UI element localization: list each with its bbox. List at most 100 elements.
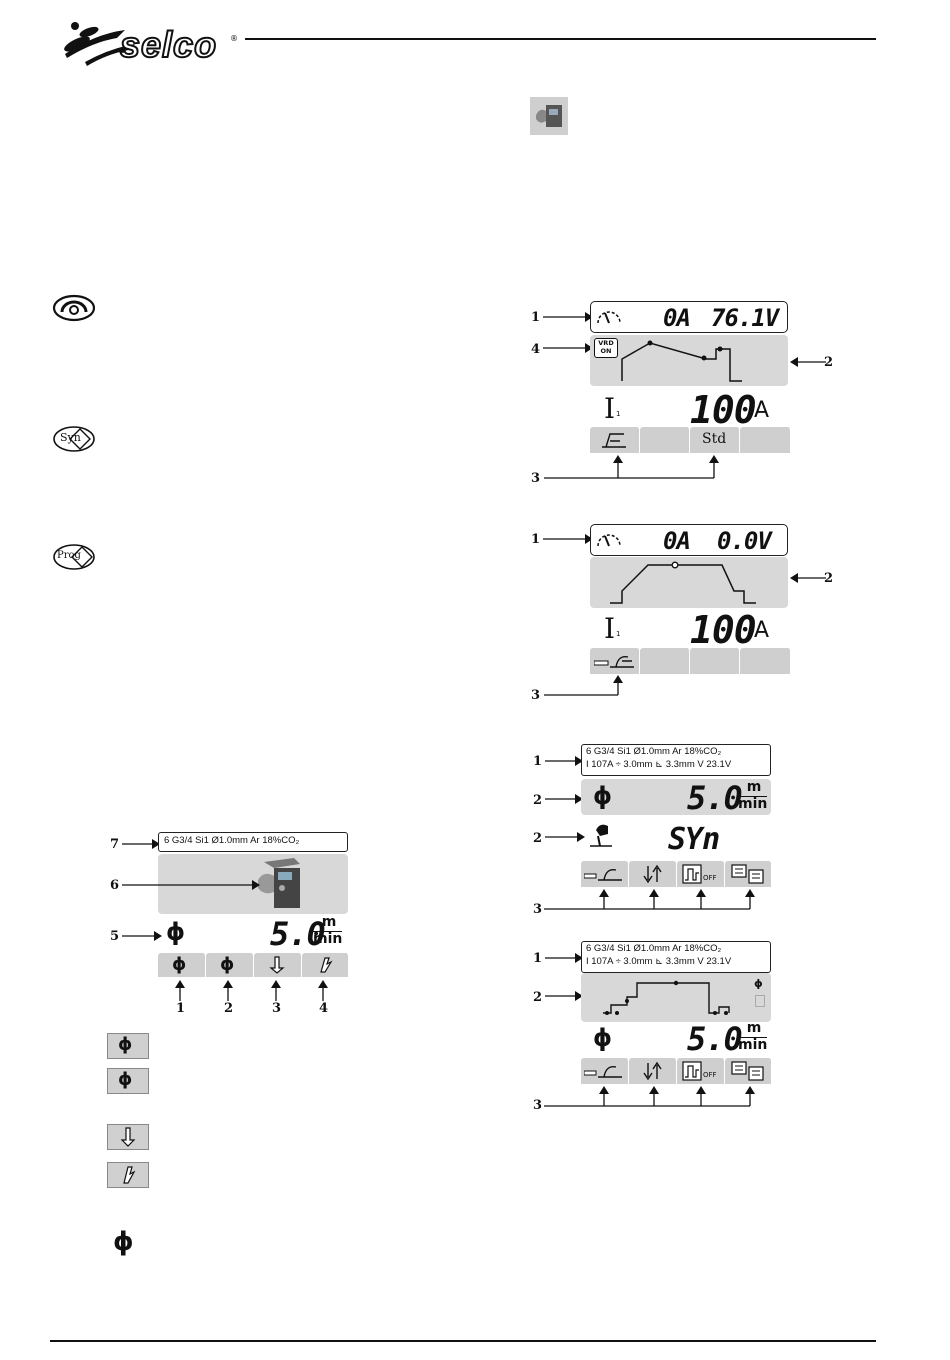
- tab-4[interactable]: [725, 1058, 772, 1084]
- speed-value: 5.0: [687, 779, 743, 817]
- callout-arrow: [545, 953, 583, 963]
- tab-4[interactable]: [725, 861, 772, 887]
- param-unit: A: [754, 398, 770, 423]
- tab-1[interactable]: [590, 648, 640, 674]
- meter-dial-icon: [52, 294, 96, 322]
- callout-arrow: [790, 573, 826, 583]
- callout-arrow: [122, 880, 260, 890]
- unit-divider: [737, 1037, 767, 1038]
- param-value: 100: [690, 388, 757, 432]
- tab-1[interactable]: ɸ: [158, 953, 206, 977]
- voltage-reading: 76.1V: [711, 304, 779, 332]
- info-bar: 6 G3/4 Si1 Ø1.0mm Ar 18%CO₂ I 107A ÷ 3.0…: [581, 744, 771, 776]
- wire-feed-icon: ɸ: [107, 1033, 149, 1059]
- tab-1[interactable]: [581, 1058, 629, 1084]
- callout-1: 1: [533, 951, 543, 966]
- waveform-graph: [621, 340, 742, 382]
- callout-arrow: [543, 534, 593, 544]
- tab-3[interactable]: Std: [690, 427, 740, 453]
- info-line-2: I 107A ÷ 3.0mm ⊾ 3.3mm V 23.1V: [586, 759, 732, 770]
- unit-divider: [312, 931, 342, 932]
- param-unit: A: [754, 618, 770, 643]
- tab-1[interactable]: [581, 861, 629, 887]
- svg-text:OFF: OFF: [703, 874, 717, 882]
- wire-torch-icon: [584, 1066, 622, 1078]
- speed-unit-bottom: min: [738, 796, 768, 812]
- tab-2[interactable]: [640, 427, 690, 453]
- gas-test-icon: [107, 1162, 149, 1188]
- tab-number-2: 2: [224, 1001, 234, 1016]
- waveform-graph: [610, 561, 756, 604]
- param-value: 100: [690, 608, 757, 652]
- tab-4[interactable]: [740, 648, 791, 674]
- current-reading: 0A: [663, 527, 691, 555]
- callout-bracket: [544, 889, 755, 910]
- up-down-arrows-icon: [643, 1061, 662, 1081]
- callout-7: 7: [110, 837, 120, 852]
- callout-2: 2: [824, 571, 834, 586]
- callout-bracket: [544, 1086, 755, 1107]
- gas-test-icon: [320, 957, 333, 973]
- callout-2: 2: [533, 793, 543, 808]
- waveform-graph: [603, 980, 730, 1015]
- current-reading: 0A: [663, 304, 691, 332]
- info-line-1: 6 G3/4 Si1 Ø1.0mm Ar 18%CO₂: [586, 943, 722, 954]
- tab-4[interactable]: [740, 427, 791, 453]
- tab-3[interactable]: [690, 648, 740, 674]
- syn-button-label: Syn: [60, 431, 81, 444]
- callout-3: 3: [533, 902, 543, 917]
- callout-arrow: [545, 832, 585, 842]
- tab-2[interactable]: [629, 861, 677, 887]
- job-memory-icon: [731, 1061, 764, 1081]
- callout-arrow: [543, 312, 593, 322]
- tab-2[interactable]: ɸ: [206, 953, 254, 977]
- syn-button-icon: Syn: [52, 425, 96, 453]
- speed-value: 5.0: [270, 915, 326, 953]
- torch-mode-icon: [602, 433, 626, 448]
- callout-1: 1: [531, 532, 541, 547]
- speed-unit-bottom: min: [738, 1037, 768, 1053]
- registered-mark: ®: [230, 34, 238, 43]
- callout-arrow: [545, 794, 583, 804]
- tab-3[interactable]: [254, 953, 302, 977]
- tab-2[interactable]: [629, 1058, 677, 1084]
- meter-icon: [597, 534, 621, 547]
- tab-2[interactable]: [640, 648, 690, 674]
- wire-feed-icon: ɸ: [113, 1227, 134, 1257]
- tab-3[interactable]: OFF: [677, 1058, 725, 1084]
- callout-arrow: [545, 991, 583, 1001]
- callout-3: 3: [531, 471, 541, 486]
- info-line-1: 6 G3/4 Si1 Ø1.0mm Ar 18%CO₂: [164, 835, 300, 846]
- machine-image-icon: [258, 858, 300, 908]
- wire-feed-alt-icon: ɸ: [220, 954, 235, 975]
- callout-arrow: [122, 839, 160, 849]
- wire-feed-icon: ɸ: [172, 954, 187, 975]
- param-label: I: [604, 392, 616, 425]
- info-bar: 6 G3/4 Si1 Ø1.0mm Ar 18%CO₂ I 107A ÷ 3.0…: [581, 941, 771, 973]
- speed-panel: ɸ 5.0 m min: [581, 779, 771, 817]
- callout-1: 1: [531, 310, 541, 325]
- speed-unit-bottom: min: [313, 931, 343, 947]
- tab-arrows: [175, 980, 328, 1001]
- callout-5: 5: [110, 929, 120, 944]
- voltage-reading: 0.0V: [717, 527, 772, 555]
- callout-bracket: [544, 455, 719, 479]
- gas-test-icon: [530, 97, 568, 135]
- vrd-badge: VRD ON: [594, 338, 618, 358]
- callout-arrow: [122, 931, 162, 941]
- tab-4[interactable]: [302, 953, 349, 977]
- tab-bar: OFF: [581, 1058, 772, 1084]
- info-bar: 6 G3/4 Si1 Ø1.0mm Ar 18%CO₂: [158, 832, 348, 852]
- unit-divider: [737, 796, 767, 797]
- wire-inch-down-icon: [107, 1124, 149, 1150]
- prog-button-label: Prog: [57, 550, 81, 561]
- callout-2: 2: [533, 990, 543, 1005]
- callout-bracket: [544, 675, 623, 696]
- tab-3[interactable]: OFF: [677, 861, 725, 887]
- wire-feed-alt-icon: ɸ: [107, 1068, 149, 1094]
- callout-3: 3: [533, 1098, 543, 1113]
- info-line-1: 6 G3/4 Si1 Ø1.0mm Ar 18%CO₂: [586, 746, 722, 757]
- tab-1[interactable]: [590, 427, 640, 453]
- footer-rule: [50, 1340, 876, 1342]
- waveform-panel: ɸ: [581, 973, 771, 1022]
